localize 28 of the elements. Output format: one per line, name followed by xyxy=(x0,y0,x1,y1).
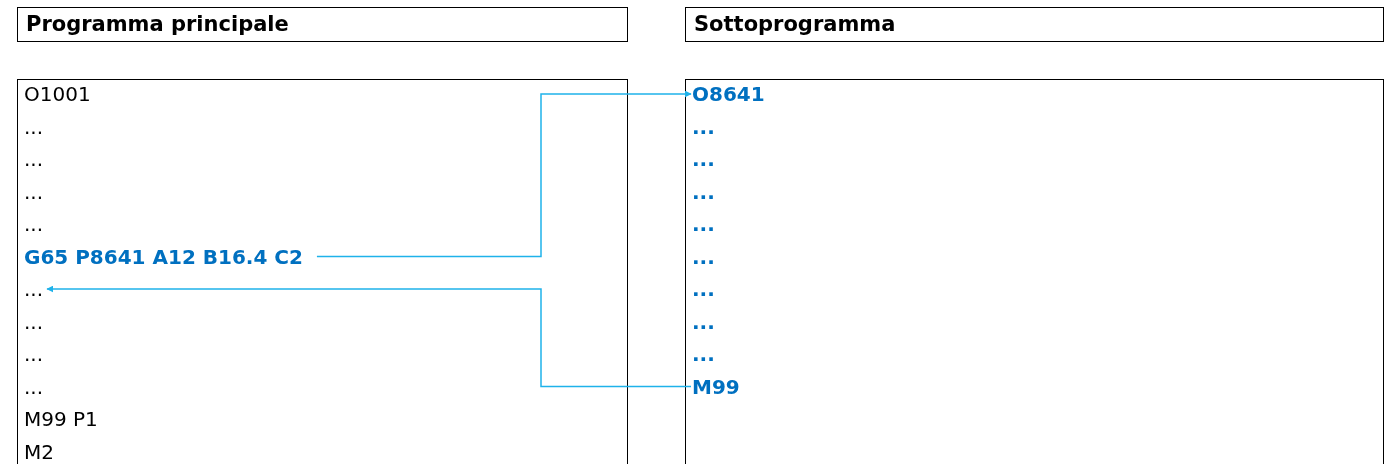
code-line: M2 xyxy=(24,440,54,463)
code-line: ... xyxy=(692,213,715,235)
arrow xyxy=(46,285,692,388)
code-panel xyxy=(685,79,1384,464)
code-line: ... xyxy=(692,180,715,203)
heading-box: Programma principale xyxy=(17,7,628,42)
code-line: ... xyxy=(24,278,44,300)
code-line: ... xyxy=(692,310,715,333)
code-line: ... xyxy=(692,278,715,300)
code-line: O1001 xyxy=(24,83,91,105)
code-line: ... xyxy=(692,343,715,365)
code-panel xyxy=(17,79,628,464)
code-line: ... xyxy=(24,180,44,203)
code-line: ... xyxy=(24,213,44,235)
arrow xyxy=(316,90,692,258)
code-line: M99 xyxy=(692,375,740,398)
code-line: G65 P8641 A12 B16.4 C2 xyxy=(24,245,303,268)
code-line: ... xyxy=(24,375,44,398)
heading-box: Sottoprogramma xyxy=(685,7,1384,42)
code-line: ... xyxy=(24,310,44,333)
code-line: ... xyxy=(692,115,715,138)
code-line: O8641 xyxy=(692,83,765,105)
code-line: ... xyxy=(24,148,44,170)
code-line: ... xyxy=(24,343,44,365)
code-line: ... xyxy=(24,115,44,138)
code-line: ... xyxy=(692,245,715,268)
code-line: ... xyxy=(692,148,715,170)
code-line: M99 P1 xyxy=(24,408,98,430)
